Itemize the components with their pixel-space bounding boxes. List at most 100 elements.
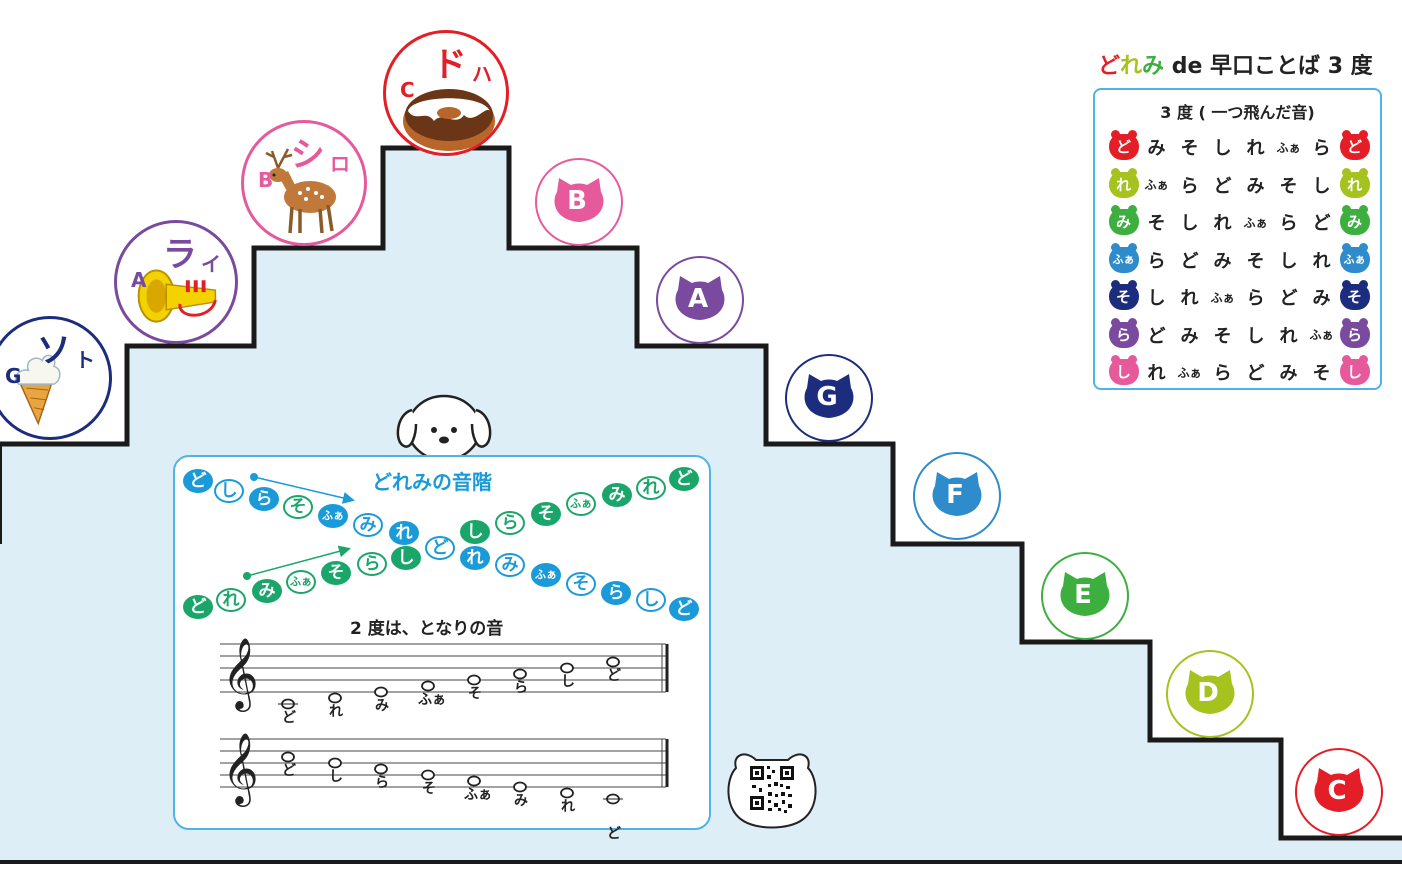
medal-letter: B xyxy=(567,186,587,216)
row-start-badge: し xyxy=(1107,355,1140,385)
note-head xyxy=(606,656,620,668)
cat-badge-icon xyxy=(1185,670,1235,714)
ascending-right-note-bubble: し xyxy=(460,520,490,544)
cat-badge-icon xyxy=(675,276,725,320)
table-row: らどみそしれふぁら xyxy=(1107,317,1371,350)
ascending-arrow xyxy=(246,545,351,577)
table-header: 3 度 ( 一つ飛んだ音) xyxy=(1160,103,1315,122)
note-head xyxy=(374,686,388,698)
table-cell: ど xyxy=(1312,213,1331,234)
treble-clef-icon: 𝄞 xyxy=(222,636,259,712)
note-head xyxy=(421,769,435,781)
scale-panel xyxy=(173,455,711,830)
note-name: ふぁ xyxy=(464,787,492,803)
table-cell: ら xyxy=(1312,138,1331,159)
note-head xyxy=(467,674,481,686)
qr-code-icon[interactable] xyxy=(722,748,822,830)
medal-kana: ソ xyxy=(36,331,71,371)
note-name: そ xyxy=(422,781,436,797)
medal-letter: C xyxy=(1327,776,1347,806)
title-char: み xyxy=(1142,54,1165,79)
note-badge: れ xyxy=(1108,167,1139,198)
table-cell: そ xyxy=(1246,250,1265,272)
title-doremi: どれみ xyxy=(1098,54,1164,79)
note-badge: ど xyxy=(1339,130,1370,160)
table-cell: し xyxy=(1213,138,1232,159)
note-badge: し xyxy=(1339,355,1370,385)
note-name: し xyxy=(561,674,575,690)
medal-kana: ラ xyxy=(162,235,197,275)
descending-note-bubble: ど xyxy=(425,536,455,560)
third-interval-table: 3 度 ( 一つ飛んだ音) どみそしれふぁらどれふぁらどみそしれみそしれふぁらど… xyxy=(1093,88,1382,390)
note-head xyxy=(374,763,388,775)
note-badge: そ xyxy=(1339,280,1370,310)
row-end-badge: ふぁ xyxy=(1338,242,1371,273)
table-cell: れ xyxy=(1180,288,1199,309)
donut-icon xyxy=(403,89,495,151)
medal-letter: G xyxy=(816,382,838,412)
medal-letter: F xyxy=(946,480,964,510)
descending-note-bubble: ふぁ xyxy=(318,504,348,528)
scale-medal-G: G xyxy=(785,354,873,442)
row-end-badge: れ xyxy=(1338,167,1371,198)
note-head xyxy=(281,751,295,763)
soft-serve-icon xyxy=(14,354,61,426)
note-head xyxy=(560,787,574,799)
medal-letter: D xyxy=(1197,678,1219,708)
ascending-note-bubble: れ xyxy=(216,588,246,612)
ascending-note-bubble: ふぁ xyxy=(286,570,316,594)
table-row: みそしれふぁらどみ xyxy=(1107,205,1371,237)
note-name: ふぁ xyxy=(418,692,446,708)
descending-note-bubble: ど xyxy=(183,469,213,493)
ascending-right-note-bubble: ふぁ xyxy=(566,492,596,516)
dog-icon xyxy=(396,394,492,460)
ascending-note-bubble: み xyxy=(252,579,282,603)
note-badge: そ xyxy=(1108,280,1139,310)
cat-badge-icon xyxy=(1060,572,1110,616)
table-cell: そ xyxy=(1213,325,1232,347)
medal-letter: A xyxy=(131,267,147,292)
ascending-right-note-bubble: ど xyxy=(669,467,699,491)
note-head xyxy=(328,692,342,704)
descending-note-bubble: ら xyxy=(249,487,279,511)
row-end-badge: そ xyxy=(1338,280,1371,310)
table-cell: れ xyxy=(1213,213,1232,234)
scale-medal-F: F xyxy=(913,452,1001,540)
note-name: ど xyxy=(282,763,296,779)
table-cell: し xyxy=(1279,250,1298,272)
title-char: れ xyxy=(1120,54,1143,79)
row-start-badge: ふぁ xyxy=(1107,242,1140,273)
table-cell: れ xyxy=(1147,363,1166,384)
descending-note-bubble: し xyxy=(214,479,244,503)
table-cell: ど xyxy=(1279,288,1298,309)
title-rest: de 早口ことば 3 度 xyxy=(1164,54,1373,79)
medal-kana-small: ト xyxy=(75,347,95,372)
cat-badge-icon xyxy=(804,374,854,418)
table-cell: ふぁ xyxy=(1177,365,1202,380)
page-title: どれみ de 早口ことば 3 度 xyxy=(1098,48,1373,80)
note-head xyxy=(328,757,342,769)
scale-medal-A: A xyxy=(656,256,744,344)
note-head xyxy=(421,680,435,692)
table-cell: ふぁ xyxy=(1309,328,1334,342)
ascending-right-note-bubble: そ xyxy=(531,502,561,526)
medal-letter: A xyxy=(687,284,709,314)
medal-letter: G xyxy=(5,363,22,388)
table-cell: み xyxy=(1246,175,1265,197)
panel-title: どれみの音階 xyxy=(372,470,492,494)
descending-right-note-bubble: し xyxy=(636,588,666,612)
row-start-badge: み xyxy=(1107,205,1140,235)
note-badge: ら xyxy=(1339,317,1370,348)
ascending-right-note-bubble: み xyxy=(602,483,632,507)
table-cell: ふぁ xyxy=(1144,178,1169,192)
row-end-badge: み xyxy=(1338,205,1371,235)
row-start-badge: そ xyxy=(1107,280,1140,310)
table-cell: れ xyxy=(1312,250,1331,272)
table-cell: そ xyxy=(1147,213,1166,234)
table-cell: ら xyxy=(1279,213,1298,234)
medal-kana-small: イ xyxy=(201,251,221,276)
note-name: そ xyxy=(468,686,482,702)
